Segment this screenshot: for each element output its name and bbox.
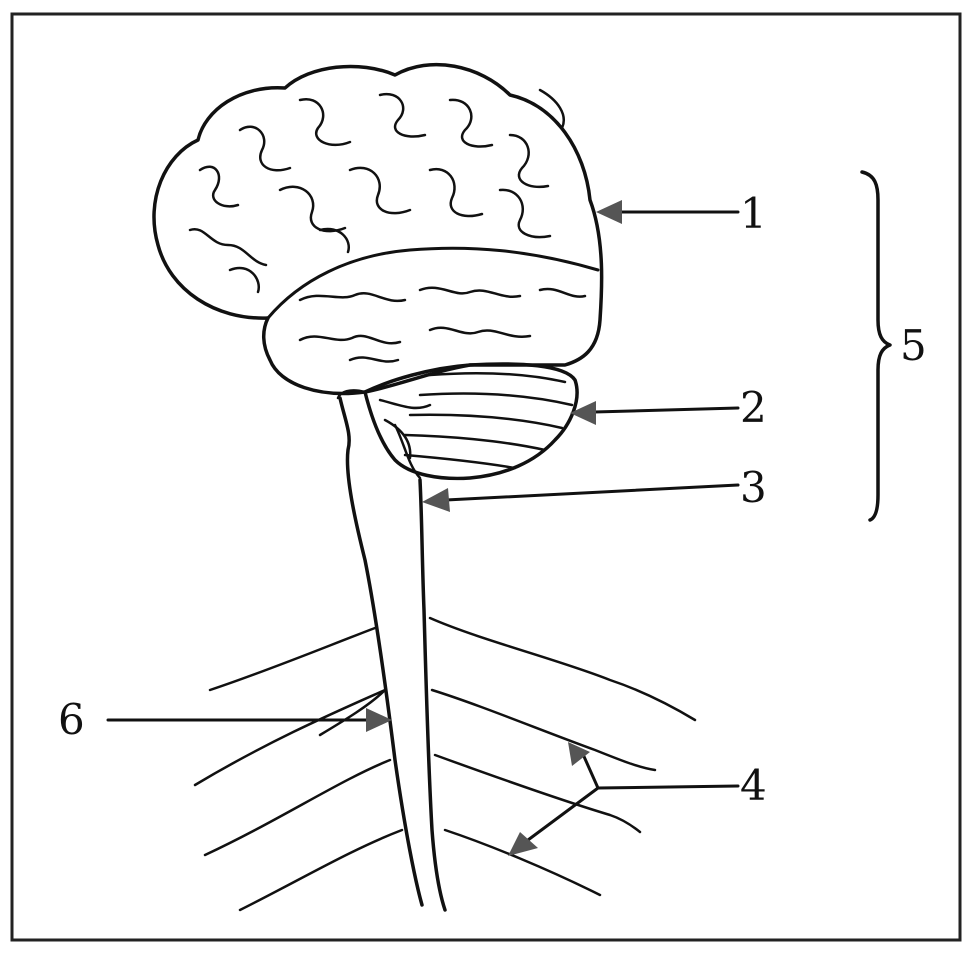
cerebrum	[154, 65, 602, 394]
peripheral-nerves	[195, 618, 695, 910]
label-2: 2	[740, 383, 767, 432]
cerebellum	[365, 364, 577, 478]
leader-line-4	[598, 786, 738, 788]
leader-line-4b	[528, 788, 598, 840]
arrowhead-1	[596, 200, 622, 224]
label-1: 1	[740, 189, 767, 238]
label-5: 5	[900, 321, 927, 370]
leader-line-4a	[582, 752, 598, 788]
spinal-cord	[338, 390, 445, 910]
label-3: 3	[740, 463, 767, 512]
leader-line-3	[446, 485, 738, 500]
arrowhead-3	[422, 488, 450, 512]
label-6: 6	[58, 695, 85, 744]
label-4: 4	[740, 761, 767, 810]
brain-bracket	[862, 172, 890, 520]
leader-line-2	[594, 408, 738, 412]
